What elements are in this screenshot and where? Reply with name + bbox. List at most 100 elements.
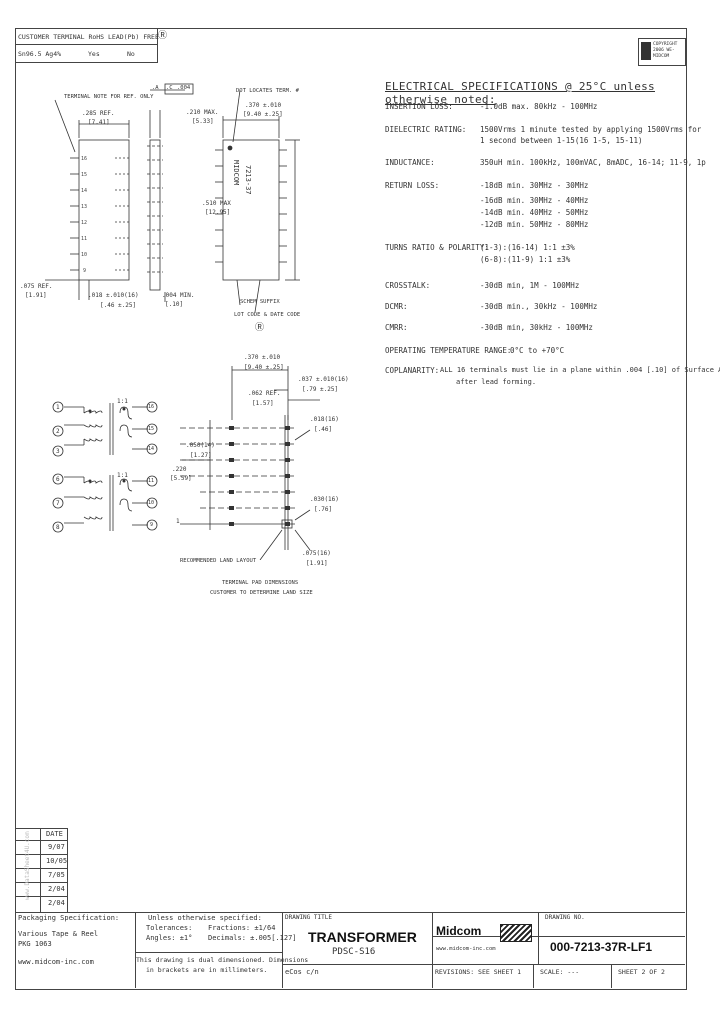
spec-label: DIELECTRIC RATING: bbox=[385, 125, 467, 134]
dim-box-a: .A bbox=[152, 85, 159, 91]
title-block-divider bbox=[282, 964, 685, 965]
logo-mark-icon bbox=[500, 924, 532, 942]
land-dim-050: .050(14) bbox=[186, 442, 215, 449]
spec-value: 0°C to +70°C bbox=[510, 346, 565, 355]
land-dim-030-mm: [.76] bbox=[314, 506, 333, 513]
schematic-pin: 11 bbox=[148, 478, 155, 484]
spec-label: INDUCTANCE: bbox=[385, 158, 435, 167]
land-pin-one: 1 bbox=[176, 518, 180, 525]
spec-label: CMRR: bbox=[385, 323, 408, 332]
spec-label: RETURN LOSS: bbox=[385, 181, 440, 190]
rev-date: 2/04 bbox=[48, 899, 65, 907]
title-block-divider bbox=[538, 912, 539, 964]
header-yes: Yes bbox=[88, 50, 100, 58]
rev-line bbox=[15, 840, 67, 841]
terminal-note: TERMINAL NOTE FOR REF. ONLY bbox=[64, 94, 154, 100]
dim-018: .018 ±.010(16) bbox=[88, 292, 139, 299]
rev-line bbox=[15, 882, 67, 883]
drawing-frame bbox=[15, 28, 687, 990]
schematic-pin: 16 bbox=[148, 404, 155, 410]
land-dim-062-mm: [1.57] bbox=[252, 400, 274, 407]
title-block-divider bbox=[135, 952, 282, 953]
dual-dimensioned: This drawing is dual dimensioned. Dimens… bbox=[136, 956, 309, 964]
schematic-pin: 9 bbox=[150, 522, 154, 528]
dim-075-mm: [1.91] bbox=[25, 292, 47, 299]
body-part-2: 7213-37 bbox=[244, 165, 252, 195]
title-block bbox=[15, 912, 685, 989]
schematic-diagram bbox=[52, 401, 158, 533]
land-dim-370-mm: [9.40 ±.25] bbox=[244, 364, 284, 371]
midcom-logo: Midcom bbox=[436, 924, 532, 944]
revision-table bbox=[15, 828, 68, 913]
svg-text:16: 16 bbox=[81, 156, 87, 162]
packaging-pkg: PKG 1063 bbox=[18, 940, 52, 948]
copyright-text: COPYRIGHT 2006 WE-MIDCOM bbox=[653, 42, 678, 59]
suffix-note: SCHEM SUFFIX bbox=[240, 299, 280, 305]
front-view-body bbox=[78, 139, 130, 281]
schematic-pin: 7 bbox=[56, 500, 60, 507]
spec-label: DCMR: bbox=[385, 302, 408, 311]
logo-text: Midcom bbox=[436, 924, 482, 938]
drawing-title-label: DRAWING TITLE bbox=[285, 914, 332, 921]
dim-004min-mm: [.10] bbox=[165, 301, 184, 308]
header-rohs: CUSTOMER TERMINAL RoHS LEAD(Pb) FREE bbox=[18, 33, 159, 41]
svg-text:11: 11 bbox=[81, 236, 87, 242]
spec-value: -16dB min. 30MHz - 40MHz bbox=[480, 196, 589, 205]
drawing-no-label: DRAWING NO. bbox=[545, 914, 585, 921]
dim-510-mm: [12.95] bbox=[205, 209, 231, 216]
land-dim-220-mm: [5.59] bbox=[170, 475, 192, 482]
svg-text:9: 9 bbox=[83, 268, 86, 274]
svg-text:10: 10 bbox=[81, 252, 87, 258]
body-part-1: MIDCOM bbox=[232, 160, 240, 186]
land-dim-220: .220 bbox=[172, 466, 187, 473]
rev-date: 9/07 bbox=[48, 843, 65, 851]
dual-millimeters: in brackets are in millimeters. bbox=[146, 966, 268, 974]
ratio-top: 1:1 bbox=[117, 398, 128, 405]
spec-value: -30dB min., 30kHz - 100MHz bbox=[480, 302, 598, 311]
spec-value: -14dB min. 40MHz - 50MHz bbox=[480, 208, 589, 217]
dim-210: .210 MAX. bbox=[186, 109, 219, 116]
tolerances-label: Tolerances: bbox=[146, 924, 193, 932]
rev-line bbox=[40, 828, 41, 912]
dim-510: .510 MAX bbox=[202, 200, 231, 207]
spec-value: -30dB min, 30kHz - 100MHz bbox=[480, 323, 593, 332]
header-divider bbox=[15, 44, 157, 45]
spec-label: COPLANARITY: bbox=[385, 366, 440, 375]
title-block-divider bbox=[432, 936, 685, 937]
spec-value: 1500Vrms 1 minute tested by applying 150… bbox=[480, 125, 702, 134]
ecos: eCos c/n bbox=[285, 968, 319, 976]
dim-075: .075 REF. bbox=[20, 283, 53, 290]
packaging-spec: Packaging Specification: bbox=[18, 914, 120, 922]
svg-text:15: 15 bbox=[81, 172, 87, 178]
spec-value: 350uH min. 100kHz, 100mVAC, 8mADC, 16-14… bbox=[480, 158, 706, 167]
dim-285: .285 REF. bbox=[82, 110, 115, 117]
dot-note: DOT LOCATES TERM. # bbox=[236, 88, 299, 94]
land-dim-075: .075(16) bbox=[302, 550, 331, 557]
rev-line bbox=[15, 896, 67, 897]
header-rohs-mark: Ⓡ bbox=[158, 31, 168, 41]
title-block-divider bbox=[282, 912, 283, 988]
company-web: www.midcom-inc.com bbox=[18, 958, 94, 966]
land-dim-018-mm: [.46] bbox=[314, 426, 333, 433]
svg-text:12: 12 bbox=[81, 220, 87, 226]
schematic-pin: 1 bbox=[56, 404, 60, 411]
schematic-pin: 6 bbox=[56, 476, 60, 483]
ratio-bot: 1:1 bbox=[117, 472, 128, 479]
rev-date: 2/04 bbox=[48, 885, 65, 893]
drawing-number: 000-7213-37R-LF1 bbox=[550, 940, 653, 954]
lot-note: LOT CODE & DATE CODE bbox=[234, 312, 301, 318]
tol-decimals: Decimals: ±.005[.127] bbox=[208, 934, 297, 942]
drawing-subtitle: PDSC-S16 bbox=[332, 947, 376, 957]
dim-210-mm: [5.33] bbox=[192, 118, 214, 125]
dim-018-mm: [.46 ±.25] bbox=[100, 302, 137, 309]
spec-value: (6-8):(11-9) 1:1 ±3% bbox=[480, 255, 571, 264]
land-pad-note-2: CUSTOMER TO DETERMINE LAND SIZE bbox=[210, 590, 313, 596]
svg-text:13: 13 bbox=[81, 204, 87, 210]
spec-label: OPERATING TEMPERATURE RANGE: bbox=[385, 346, 512, 355]
land-dim-370: .370 ±.010 bbox=[244, 354, 281, 361]
spec-value: after lead forming. bbox=[456, 378, 537, 386]
logo-sub: www.midcom-inc.com bbox=[436, 946, 496, 952]
land-dim-037-mm: [.79 ±.25] bbox=[302, 386, 339, 393]
spec-value: -30dB min, 1M - 100MHz bbox=[480, 281, 580, 290]
